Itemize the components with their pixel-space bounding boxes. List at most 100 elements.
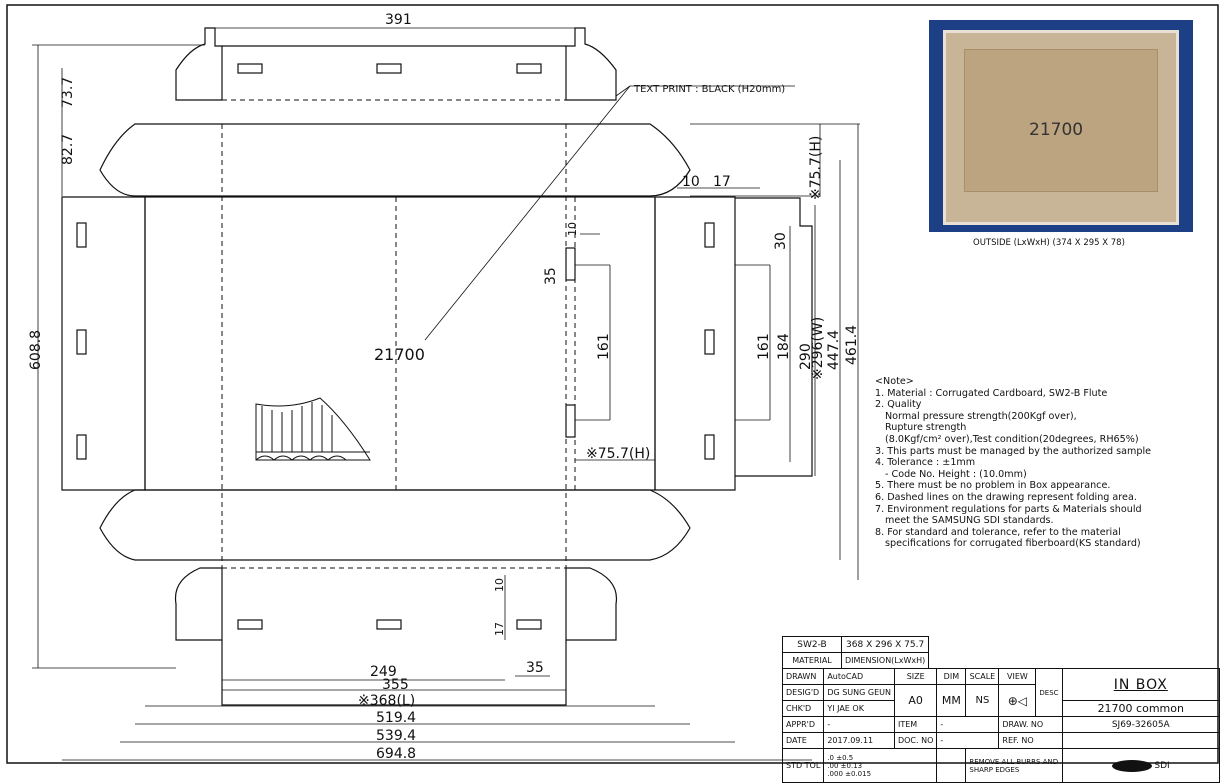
ref-no-label: REF. NO	[998, 732, 1063, 749]
flute-symbol	[255, 397, 371, 461]
tol-3: .000 ±0.015	[827, 769, 872, 778]
view-icon: ⊕◁	[998, 684, 1037, 717]
dimension-label: DIMENSION(LxWxH)	[840, 652, 930, 669]
title-sub: 21700 common	[1061, 700, 1220, 717]
note-line: Normal pressure strength(200Kgf over),	[885, 410, 1077, 422]
dim-35b: 35	[526, 660, 544, 676]
approved-value: -	[823, 716, 895, 733]
note-line: 2. Quality	[875, 399, 922, 411]
dim-label: DIM	[936, 668, 967, 685]
box-photo-caption: OUTSIDE (LxWxH) (374 X 295 X 78)	[973, 238, 1125, 248]
std-tol-label: STD TOL	[781, 748, 825, 783]
dim-flap-second: 82.7	[60, 134, 76, 165]
box-photo-label: 21700	[1029, 120, 1084, 140]
note-line: (8.0Kgf/cm² over),Test condition(20degre…	[885, 433, 1139, 445]
checked-value: YI JAE OK	[823, 700, 895, 717]
fold-lines	[144, 99, 656, 569]
notes-title: <Note>	[875, 376, 914, 387]
note-line: 3. This parts must be managed by the aut…	[875, 445, 1152, 457]
note-line: 8. For standard and tolerance, refer to …	[875, 526, 1121, 538]
note-line: meet the SAMSUNG SDI standards.	[885, 515, 1054, 527]
dim-mid-h: ※75.7(H)	[586, 446, 650, 462]
dim-519: 519.4	[376, 710, 416, 726]
dim-right-flap-h: ※75.7(H)	[808, 136, 824, 200]
drawn-label: DRAWN	[781, 668, 825, 685]
date-label: DATE	[781, 732, 825, 749]
note-line: specifications for corrugated fiberboard…	[885, 538, 1141, 550]
ref-no-value	[1061, 732, 1220, 749]
notes-block: <Note> 1. Material : Corrugated Cardboar…	[875, 376, 1220, 550]
box-photo-inner	[964, 49, 1158, 192]
dim-296w: ※296(W)	[810, 317, 826, 380]
approved-label: APPR'D	[781, 716, 825, 733]
dim-290: 290	[798, 343, 814, 370]
tol-1: .0 ±0.5	[827, 753, 854, 762]
logo-text: SDI	[1154, 760, 1170, 771]
desc-label: DESC	[1035, 668, 1063, 717]
date-value: 2017.09.11	[823, 732, 895, 749]
dim-value: MM	[936, 684, 967, 717]
dim-flap-top: 73.7	[60, 77, 76, 108]
dim-10b: 10	[566, 222, 579, 236]
samsung-logo-icon	[1111, 759, 1152, 772]
dim-30: 30	[773, 232, 789, 250]
dim-17b: 17	[493, 622, 506, 636]
dim-161: 161	[596, 333, 612, 360]
drawn-value: AutoCAD	[823, 668, 895, 685]
material-label: MATERIAL	[782, 652, 842, 669]
title-block: SW2-B 368 X 296 X 75.7 MATERIAL DIMENSIO…	[781, 636, 1220, 783]
dim-249: 249	[370, 664, 397, 680]
size-label: SIZE	[893, 668, 938, 685]
size-value: A0	[893, 684, 938, 717]
note-line: 7. Environment regulations for parts & M…	[875, 503, 1142, 515]
dim-17: 17	[713, 174, 731, 190]
note-line: 5. There must be no problem in Box appea…	[875, 480, 1111, 492]
box-photo-outer	[943, 30, 1179, 225]
dim-10c: 10	[493, 578, 506, 592]
checked-label: CHK'D	[781, 700, 825, 717]
scale-value: NS	[965, 684, 1000, 717]
die-line-outline	[61, 27, 813, 706]
text-print-note: TEXT PRINT : BLACK (H20mm)	[633, 84, 785, 95]
dimension-value: 368 X 296 X 75.7	[840, 636, 930, 653]
dim-461: 461.4	[844, 325, 860, 365]
material-table: SW2-B 368 X 296 X 75.7 MATERIAL DIMENSIO…	[782, 636, 930, 669]
tol-2: .00 ±0.13	[827, 761, 863, 770]
slots	[76, 63, 715, 630]
title-main: IN BOX	[1061, 668, 1220, 701]
dim-top-width: 391	[385, 12, 412, 28]
dim-694: 694.8	[376, 746, 416, 762]
dim-161b: 161	[756, 333, 772, 360]
box-photo: 21700	[929, 20, 1193, 232]
dimension-lines	[32, 27, 860, 761]
dim-total-height: 608.8	[28, 330, 44, 370]
dim-355: 355	[382, 677, 409, 693]
doc-no-label: DOC. NO	[893, 732, 938, 749]
item-value: -	[936, 716, 1000, 733]
logo-cell: SDI	[1061, 748, 1220, 783]
center-label: 21700	[374, 345, 425, 364]
die-cut-drawing: 391 73.7 82.7 608.8 TEXT PRINT : BLACK (…	[6, 4, 1219, 764]
draw-no-value: SJ69-32605A	[1061, 716, 1220, 733]
draw-no-label: DRAW. NO	[998, 716, 1063, 733]
dim-10: 10	[682, 174, 700, 190]
material-value: SW2-B	[782, 636, 842, 653]
note-line: - Code No. Height : (10.0mm)	[885, 468, 1027, 480]
tol-blank	[936, 748, 967, 783]
drawing-frame	[6, 4, 1219, 764]
doc-no-value: -	[936, 732, 1000, 749]
dim-368l: ※368(L)	[358, 693, 415, 709]
note-line: 4. Tolerance : ±1mm	[875, 457, 976, 469]
remove-note: REMOVE ALL BURRS AND SHARP EDGES	[965, 748, 1063, 783]
designed-label: DESIG'D	[781, 684, 825, 701]
dim-184: 184	[776, 333, 792, 360]
dim-539: 539.4	[376, 728, 416, 744]
view-label: VIEW	[998, 668, 1037, 685]
note-line: Rupture strength	[885, 422, 967, 434]
dim-447: 447.4	[826, 330, 842, 370]
designed-value: DG SUNG GEUN	[823, 684, 895, 701]
info-table: DRAWN AutoCAD SIZE DIM SCALE VIEW DESC I…	[781, 668, 1220, 783]
item-label: ITEM	[893, 716, 938, 733]
scale-label: SCALE	[965, 668, 1000, 685]
dim-35: 35	[543, 267, 559, 285]
